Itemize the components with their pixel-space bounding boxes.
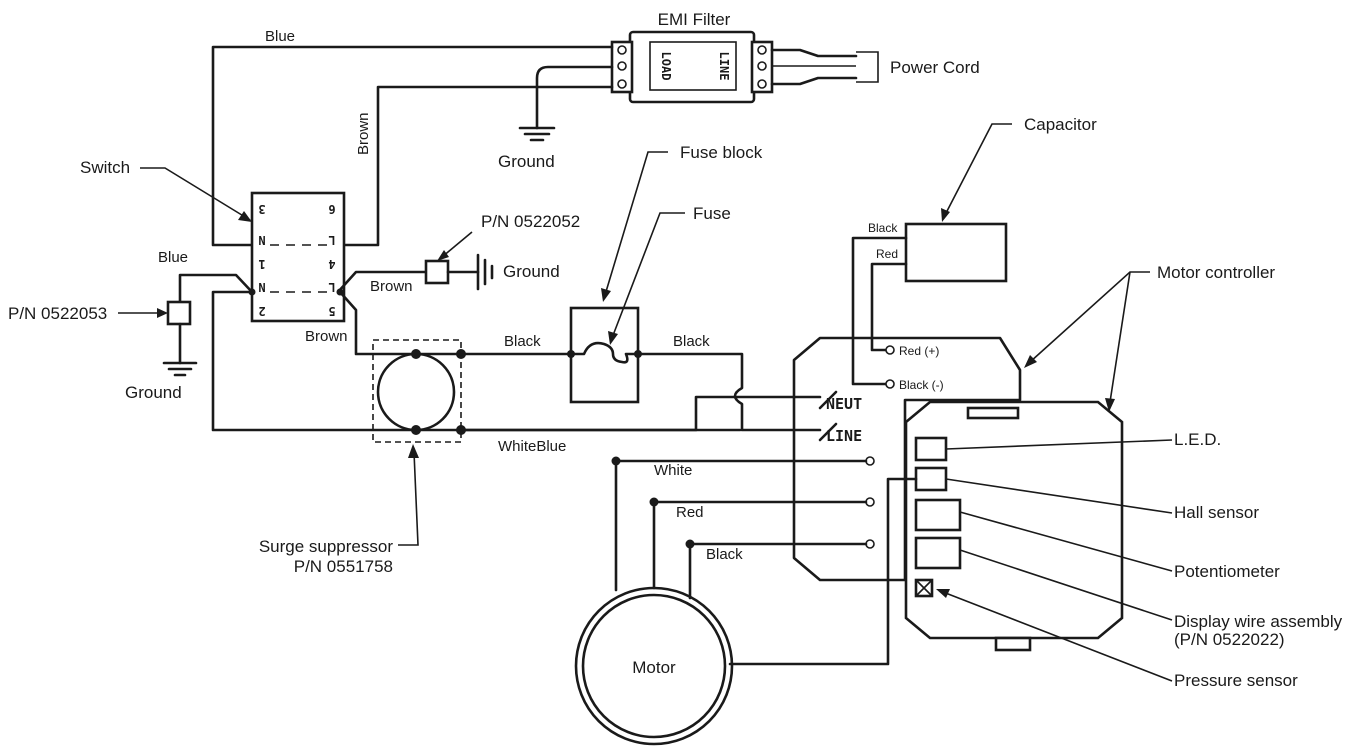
potentiometer-component [914,498,962,532]
controller-slot [966,406,1020,420]
motor-controller-label: Motor controller [1157,263,1275,282]
surge-label: Surge suppressor [259,537,394,556]
ground-symbol-top [518,65,614,142]
display-wire-component [914,536,962,570]
switch-term-n2: N [258,280,265,294]
led-label: L.E.D. [1174,430,1221,449]
motor-hall-wire [728,477,918,666]
fuse-block-label: Fuse block [680,143,763,162]
power-cord [770,48,879,86]
brown-lug-wire [336,270,428,294]
switch-term-5: 5 [328,304,335,318]
cap-red-label: Red [876,247,898,261]
switch: 3 6 N L 1 4 N L 2 5 [250,191,346,323]
neut-label: NEUT [826,395,862,413]
pn-0522053-label: P/N 0522053 [8,304,107,323]
ground-lug-right [424,259,450,285]
ground-symbol-left [162,322,198,377]
black-fuse-in-label: Black [504,333,541,350]
line-label: LINE [826,427,862,445]
brown-lug-label: Brown [370,278,413,295]
pressure-sensor-label: Pressure sensor [1174,671,1298,690]
ground-top-label: Ground [498,152,555,171]
motor-black-label: Black [706,546,743,563]
controller-connector [994,636,1032,652]
brown-vertical-label: Brown [355,112,372,155]
capacitor-label: Capacitor [1024,115,1097,134]
display-wire-pn-label: (P/N 0522022) [1174,630,1285,649]
neut-terminal [818,390,838,410]
emi-filter: LOAD LINE [610,30,774,104]
motor-controller-leader-a [1029,271,1150,363]
neut-wire [459,395,822,432]
led-leader [945,439,1173,450]
switch-term-2: 2 [258,304,265,318]
brown-vertical-wire [336,85,614,247]
blue-top-label: Blue [265,28,295,45]
white-blue-label: WhiteBlue [498,438,566,455]
switch-term-6: 6 [328,202,335,216]
motor-label: Motor [632,658,676,677]
ground-lug-left [166,300,192,326]
cap-black-label: Black [868,221,898,235]
display-leader [959,549,1173,621]
pot-leader [959,511,1173,572]
potentiometer-label: Potentiometer [1174,562,1280,581]
capacitor [904,222,1008,283]
hall-sensor-component [914,466,948,492]
blue-left-label: Blue [158,249,188,266]
switch-term-l1: L [328,233,335,247]
emi-filter-title: EMI Filter [658,10,731,29]
pn-0522052-label: P/N 0522052 [481,212,580,231]
switch-term-3: 3 [258,202,265,216]
motor-controller-body [904,400,1124,640]
pn-0522052-leader [441,231,473,258]
ground-symbol-right [446,253,494,291]
hall-sensor-label: Hall sensor [1174,503,1259,522]
switch-label: Switch [80,158,130,177]
blue-top-wire [211,45,614,247]
switch-leader [140,167,251,221]
cap-black-wire [851,236,908,386]
fuse-label: Fuse [693,204,731,223]
brown-switch-wire [338,290,418,356]
emi-load-label: LOAD [659,52,673,81]
blue-left-wire [178,273,254,304]
surge-pn-label: P/N 0551758 [294,557,393,576]
pressure-leader [942,591,1173,682]
fuse-block [567,306,642,404]
power-cord-label: Power Cord [890,58,980,77]
black-minus-label: Black (-) [899,378,944,392]
switch-term-l2: L [328,280,335,294]
surge-leader [398,451,419,546]
fuse-block-leader [604,151,668,296]
display-wire-label: Display wire assembly [1174,612,1343,631]
black-fuse-out-label: Black [673,333,710,350]
capacitor-leader [944,123,1012,216]
red-plus-label: Red (+) [899,344,939,358]
cap-red-wire [870,262,908,352]
line-terminal [818,422,838,442]
brown-switch-label: Brown [305,328,348,345]
hall-leader [945,478,1173,514]
led-component [914,436,948,462]
motor-controller-leader-b [1109,271,1131,403]
switch-term-n1: N [258,233,265,247]
ground-right-label: Ground [503,262,560,281]
ground-left-label: Ground [125,383,182,402]
pressure-sensor-component [914,578,934,598]
fuse-leader [611,212,685,339]
emi-line-label: LINE [717,52,731,81]
motor-white-label: White [654,462,692,479]
switch-term-1: 1 [258,257,265,271]
motor-red-label: Red [676,504,704,521]
switch-term-4: 4 [328,257,335,271]
